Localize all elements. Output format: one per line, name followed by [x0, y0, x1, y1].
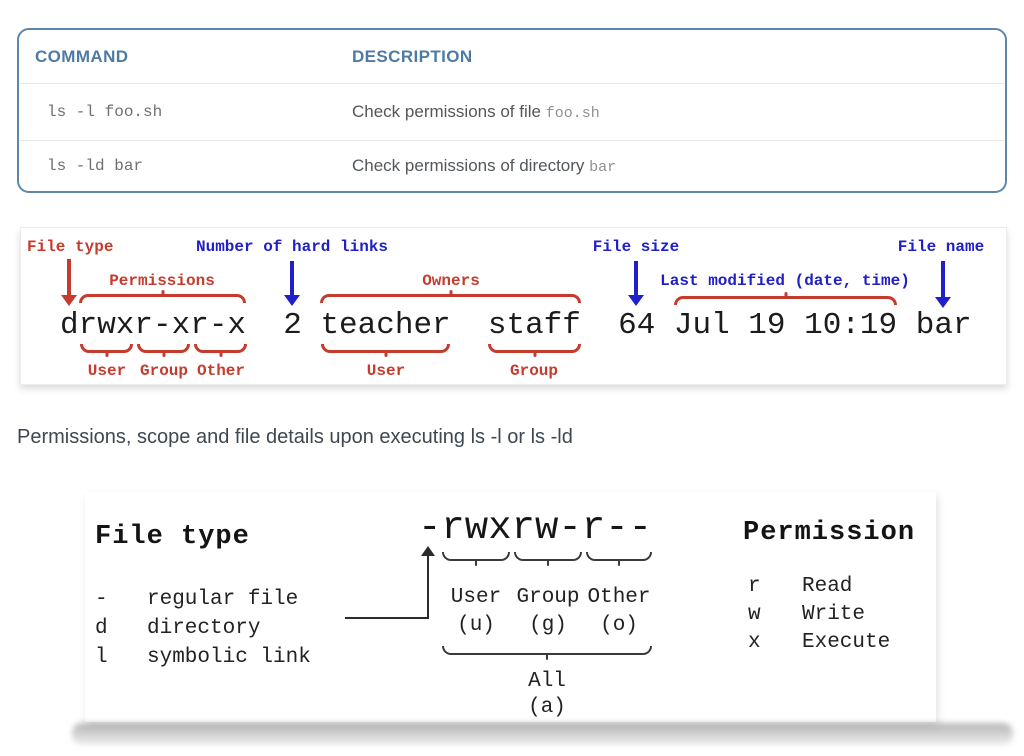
- inline-code: bar: [589, 159, 617, 176]
- perm-user-label: User: [87, 362, 127, 380]
- table-row: ls -ld bar Check permissions of director…: [19, 140, 1005, 191]
- owner-user-label: User: [366, 362, 406, 380]
- column-header-command: COMMAND: [35, 47, 129, 66]
- all-scope-brace: [442, 646, 652, 655]
- file-type-symbol: l: [95, 646, 108, 669]
- elbow-arrow-line: [345, 617, 429, 619]
- scope-other-label: Other: [587, 586, 651, 609]
- hard-links-arrow-icon: [284, 261, 300, 306]
- user-triplet-brace: [80, 344, 133, 353]
- file-name-label: File name: [897, 238, 985, 256]
- group-triplet-brace: [137, 344, 190, 353]
- ls-output-line: drwxr-xr-x 2 teacher staff 64 Jul 19 10:…: [60, 308, 972, 343]
- bottom-shadow-band: [72, 723, 1013, 745]
- table-row: ls -l foo.sh Check permissions of file f…: [19, 83, 1005, 140]
- user-scope-brace: [442, 552, 510, 561]
- perm-group-label: Group: [139, 362, 189, 380]
- permission-symbol: w: [748, 603, 761, 626]
- owners-label: Owners: [422, 272, 480, 290]
- description-cell: Check permissions of directory bar: [352, 156, 617, 176]
- file-type-label: File type: [27, 238, 114, 256]
- permission-title: Permission: [743, 518, 916, 548]
- command-cell: ls -ld bar: [47, 157, 144, 175]
- file-type-symbol: d: [95, 617, 108, 640]
- ls-output-diagram: File type Number of hard links File size…: [20, 227, 1007, 385]
- table-divider: [20, 83, 1004, 84]
- owner-group-label: Group: [509, 362, 559, 380]
- file-type-meaning: directory: [147, 617, 261, 640]
- scope-user-letter: (u): [457, 614, 495, 637]
- scope-all-label: All: [528, 670, 566, 693]
- file-name-arrow-icon: [935, 261, 951, 308]
- permission-meaning: Execute: [802, 631, 891, 654]
- file-type-meaning: symbolic link: [147, 646, 311, 669]
- file-type-meaning: regular file: [147, 588, 299, 611]
- file-type-symbol: -: [95, 588, 108, 611]
- table-divider: [20, 140, 1004, 141]
- scope-all-letter: (a): [528, 696, 566, 719]
- scope-group-label: Group: [516, 586, 580, 609]
- command-cell: ls -l foo.sh: [47, 103, 163, 121]
- owner-group-brace: [488, 344, 581, 353]
- permission-string: -rwxrw-r--: [418, 506, 653, 550]
- table-header-row: COMMAND DESCRIPTION: [19, 30, 1005, 84]
- last-modified-brace: [674, 296, 897, 305]
- permission-meaning: Write: [802, 603, 866, 626]
- scope-group-letter: (g): [529, 614, 567, 637]
- owner-user-brace: [321, 344, 450, 353]
- scope-other-letter: (o): [600, 614, 638, 637]
- file-size-arrow-icon: [628, 261, 644, 306]
- permissions-brace: [79, 294, 246, 303]
- permission-symbol: x: [748, 631, 761, 654]
- command-table: COMMAND DESCRIPTION ls -l foo.sh Check p…: [17, 28, 1007, 193]
- column-header-description: DESCRIPTION: [352, 47, 473, 66]
- group-scope-brace: [514, 552, 582, 561]
- permission-meaning: Read: [802, 575, 853, 598]
- permissions-label: Permissions: [109, 272, 215, 290]
- hard-links-label: Number of hard links: [195, 238, 389, 256]
- description-cell: Check permissions of file foo.sh: [352, 102, 600, 122]
- inline-code: foo.sh: [545, 105, 600, 122]
- perm-other-label: Other: [196, 362, 246, 380]
- permission-diagram: File type - regular file d directory l s…: [85, 492, 936, 722]
- scope-user-label: User: [450, 586, 502, 609]
- permission-symbol: r: [748, 575, 761, 598]
- file-type-title: File type: [95, 522, 250, 552]
- file-type-arrow-icon: [61, 259, 77, 306]
- file-size-label: File size: [592, 238, 680, 256]
- last-modified-label: Last modified (date, time): [660, 272, 910, 290]
- figure-caption: Permissions, scope and file details upon…: [17, 426, 573, 448]
- other-triplet-brace: [194, 344, 247, 353]
- elbow-arrow-line: [427, 556, 429, 619]
- elbow-arrow-head-icon: [421, 546, 435, 556]
- owners-brace: [320, 294, 581, 303]
- other-scope-brace: [586, 552, 652, 561]
